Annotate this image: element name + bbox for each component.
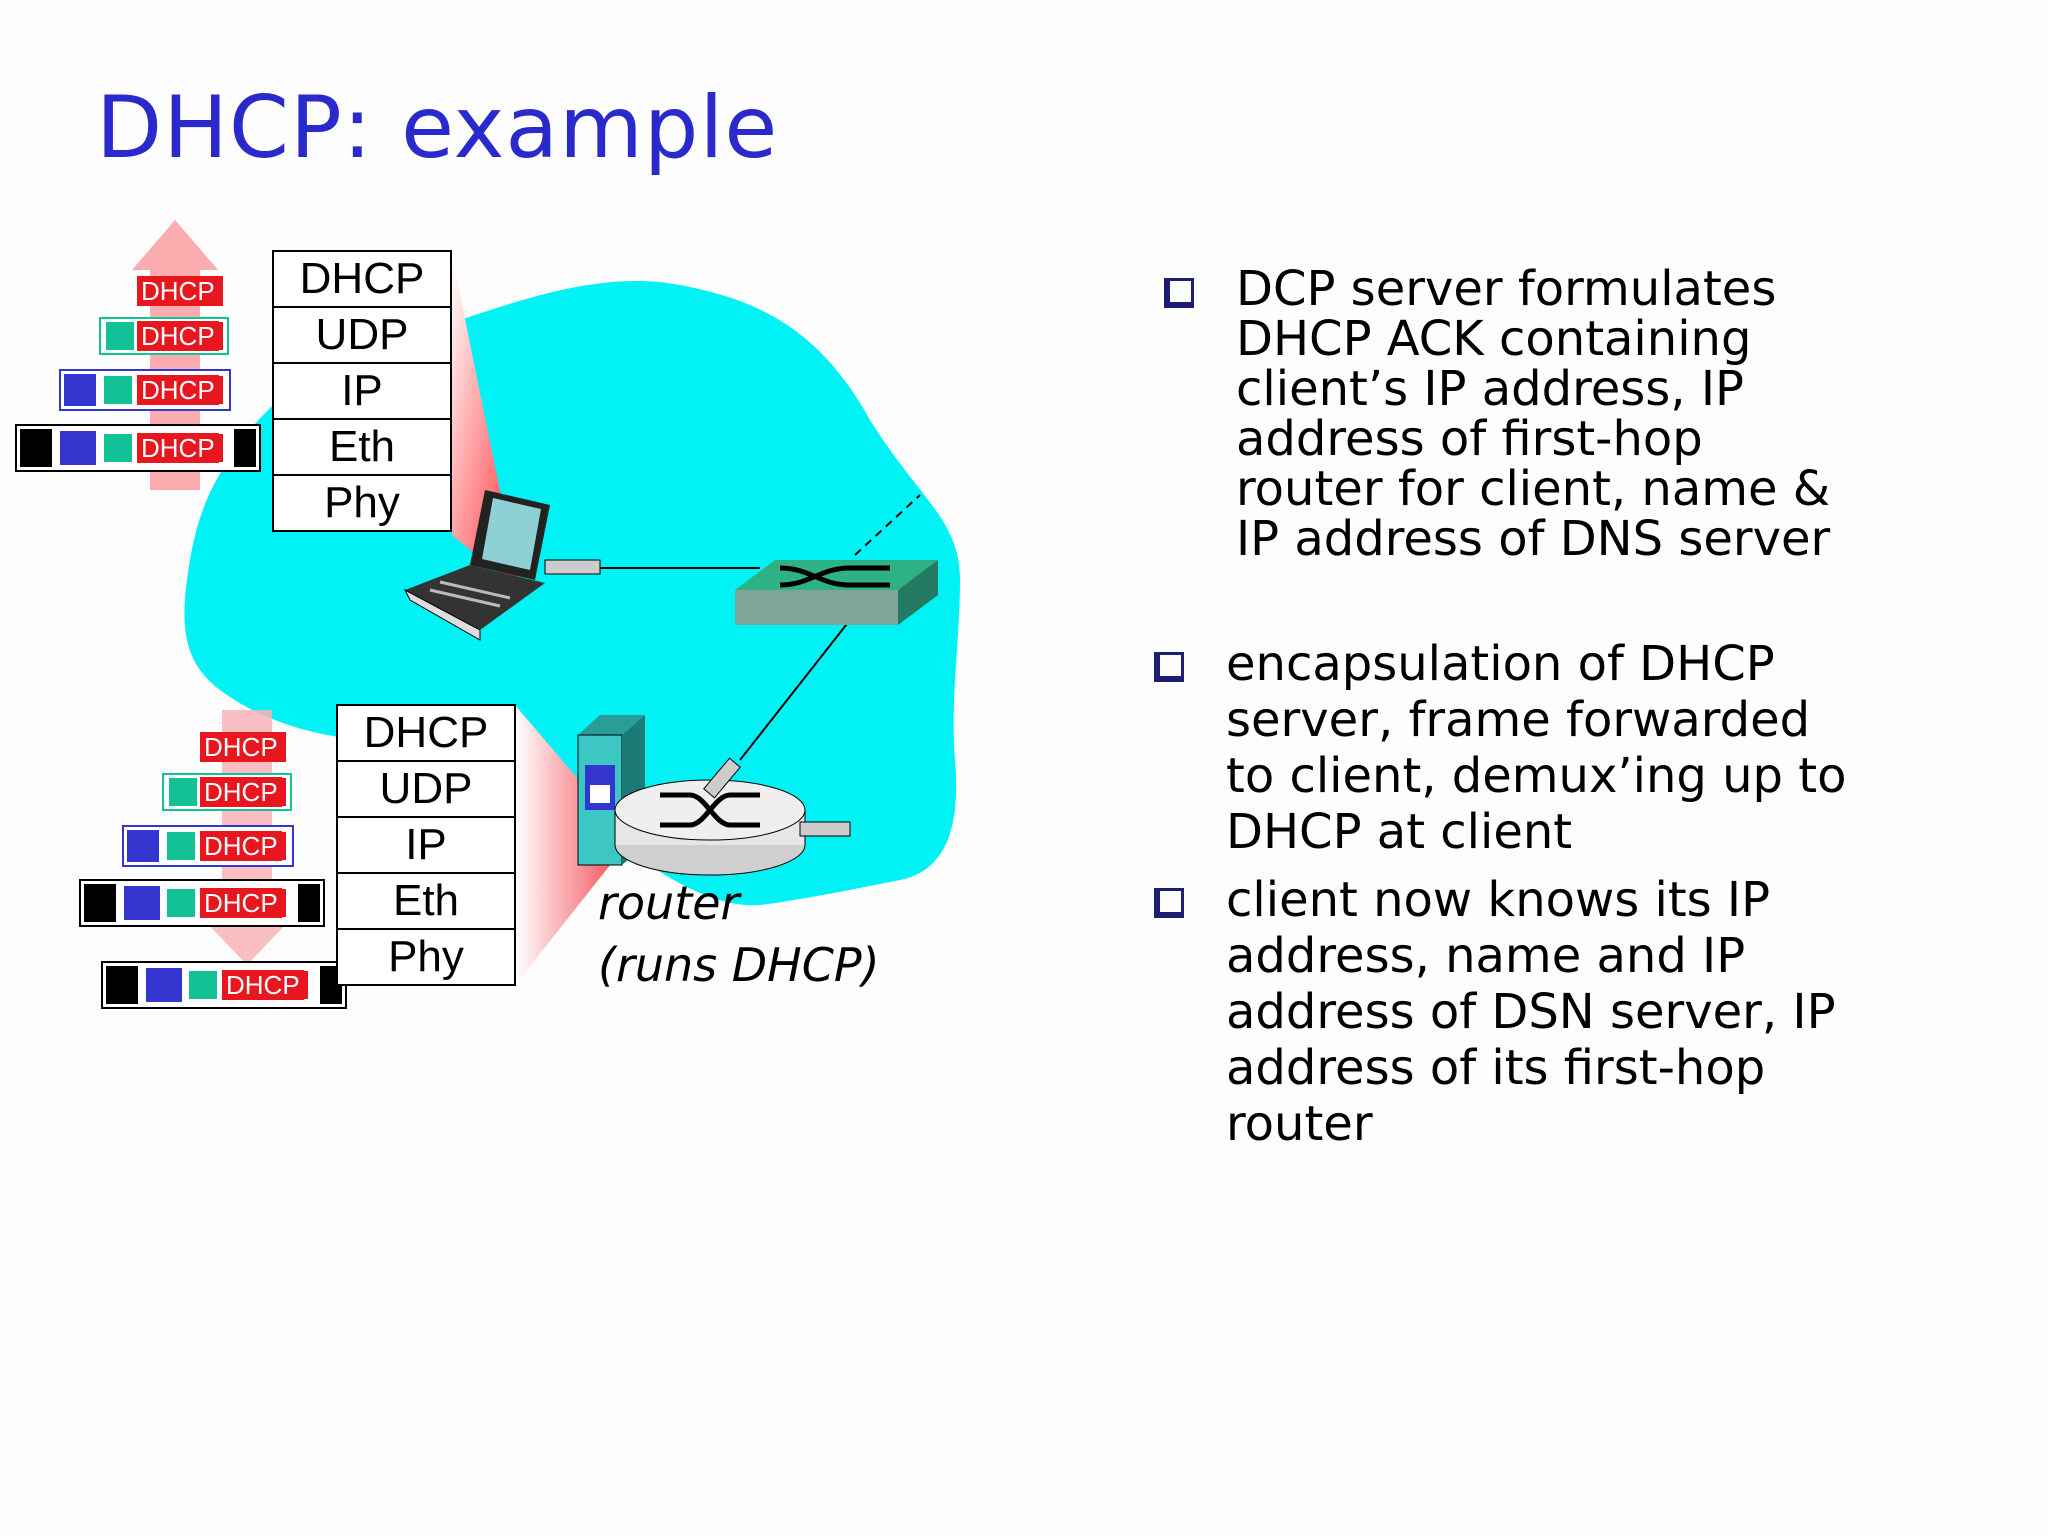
client-dhcp-tag-2: DHCP	[137, 321, 219, 351]
router-cone	[515, 705, 630, 985]
bullet-2: encapsulation of DHCP server, frame forw…	[1154, 636, 1847, 860]
switch-icon	[735, 560, 938, 625]
bullet-box-icon	[1154, 652, 1184, 682]
bullet-3-text: client now knows its IP address, name an…	[1226, 872, 1836, 1152]
slide-title: DHCP: example	[96, 78, 779, 178]
client-layer-udp: UDP	[274, 308, 450, 364]
router-dhcp-tag-5: DHCP	[222, 970, 304, 1000]
client-protocol-stack: DHCP UDP IP Eth Phy	[272, 250, 452, 532]
router-icon	[614, 757, 851, 876]
bullet-1-text: DCP server formulates DHCP ACK containin…	[1236, 261, 1831, 567]
router-packets	[79, 732, 347, 1009]
client-layer-eth: Eth	[274, 420, 450, 476]
router-dhcp-tag-3: DHCP	[200, 831, 282, 861]
client-dhcp-tag-3: DHCP	[137, 375, 219, 405]
router-caption-line-1: router	[598, 876, 740, 930]
router-layer-ip: IP	[338, 818, 514, 874]
router-dhcp-tag-4: DHCP	[200, 888, 282, 918]
router-dhcp-tag-2: DHCP	[200, 777, 282, 807]
router-dhcp-tag-1: DHCP	[200, 732, 282, 762]
router-caption-line-2: (runs DHCP)	[598, 938, 880, 992]
link-switch-router	[739, 619, 851, 761]
router-layer-udp: UDP	[338, 762, 514, 818]
laptop-icon	[403, 490, 601, 641]
client-dhcp-tag-1: DHCP	[137, 276, 219, 306]
router-protocol-stack: DHCP UDP IP Eth Phy	[336, 704, 516, 986]
bullet-box-icon	[1154, 888, 1184, 918]
router-layer-eth: Eth	[338, 874, 514, 930]
bullet-3: client now knows its IP address, name an…	[1154, 872, 1836, 1152]
client-layer-phy: Phy	[324, 478, 400, 527]
client-layer-ip: IP	[274, 364, 450, 420]
router-caption: router (runs DHCP)	[598, 872, 880, 996]
bullet-2-text: encapsulation of DHCP server, frame forw…	[1226, 636, 1847, 860]
client-dhcp-tag-4: DHCP	[137, 433, 219, 463]
link-switch-out	[854, 494, 921, 556]
client-layer-dhcp: DHCP	[274, 252, 450, 308]
router-layer-phy: Phy	[388, 932, 464, 981]
bullet-1: DCP server formulates DHCP ACK containin…	[1164, 261, 1831, 567]
router-layer-dhcp: DHCP	[338, 706, 514, 762]
bullet-box-icon	[1164, 278, 1194, 308]
